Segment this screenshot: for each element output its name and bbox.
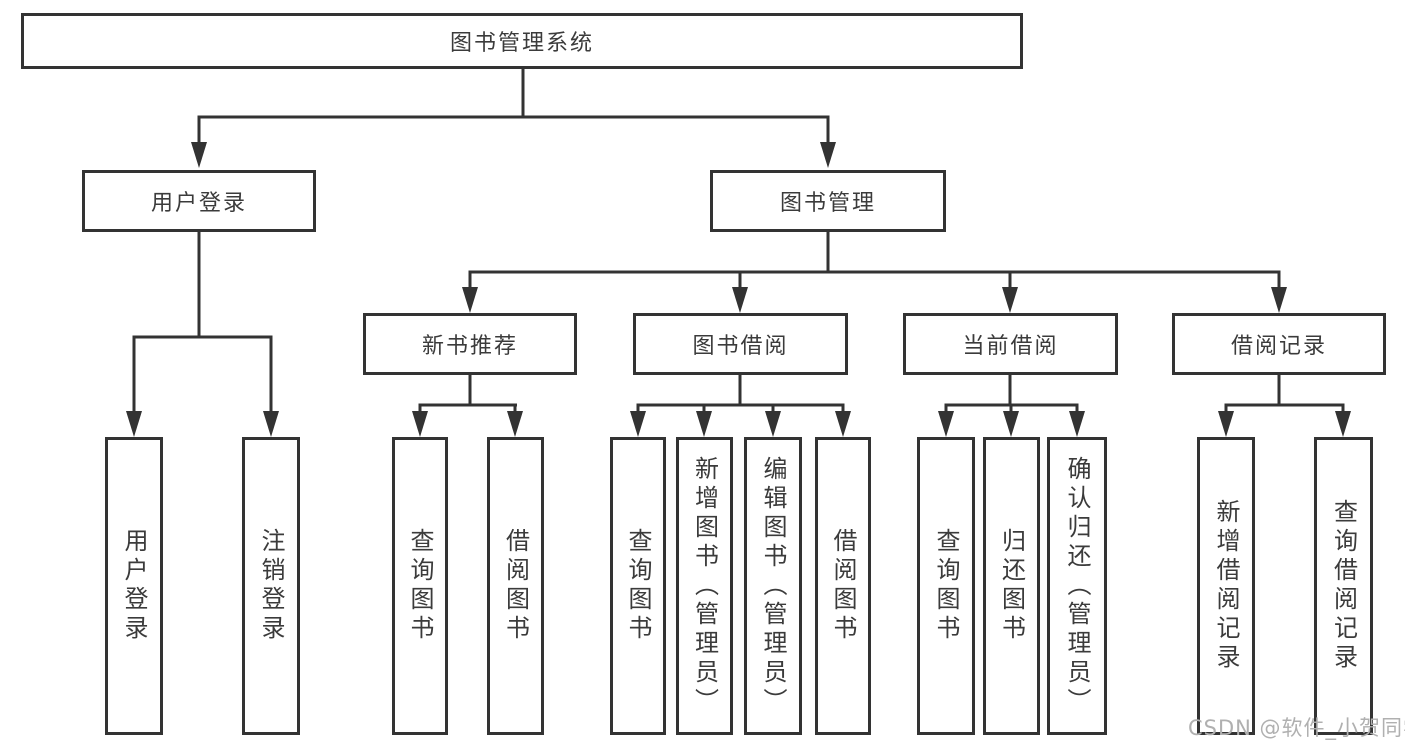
connector-currentborrow-children — [938, 375, 1085, 437]
node-user-login: 用户登录 — [82, 170, 316, 232]
node-leaf-borrow-books: 借阅图书 — [815, 437, 871, 735]
node-current-borrowing: 当前借阅 — [903, 313, 1118, 375]
node-leaf-query-borrow-record: 查询借阅记录 — [1314, 437, 1373, 735]
connector-bookmgmt-to-level2 — [462, 232, 1287, 313]
connector-userlogin-children — [126, 232, 279, 437]
connector-newbookrec-children — [412, 375, 523, 437]
node-leaf-rec-borrow-books: 借阅图书 — [487, 437, 544, 735]
node-book-borrowing: 图书借阅 — [633, 313, 848, 375]
node-leaf-confirm-return-admin: 确认归还（管理员） — [1047, 437, 1107, 735]
connector-borrowrecords-children — [1218, 375, 1351, 437]
csdn-watermark: CSDN @软件_小贺同学 — [1188, 716, 1405, 740]
node-borrowing-records: 借阅记录 — [1172, 313, 1386, 375]
node-leaf-edit-books-admin: 编辑图书（管理员） — [744, 437, 802, 735]
node-new-book-recommendation: 新书推荐 — [363, 313, 577, 375]
node-leaf-user-login: 用户登录 — [105, 437, 163, 735]
node-leaf-borrow-query-books: 查询图书 — [610, 437, 666, 735]
node-leaf-logout: 注销登录 — [242, 437, 300, 735]
connector-bookborrow-children — [630, 375, 851, 437]
node-leaf-return-books: 归还图书 — [983, 437, 1040, 735]
node-root-library-management-system: 图书管理系统 — [21, 13, 1023, 69]
connector-root-to-level1 — [191, 68, 836, 168]
node-book-management: 图书管理 — [710, 170, 946, 232]
node-leaf-add-borrow-record: 新增借阅记录 — [1197, 437, 1255, 735]
node-leaf-rec-query-books: 查询图书 — [392, 437, 448, 735]
node-leaf-add-books-admin: 新增图书（管理员） — [676, 437, 733, 735]
node-leaf-current-query-books: 查询图书 — [917, 437, 975, 735]
